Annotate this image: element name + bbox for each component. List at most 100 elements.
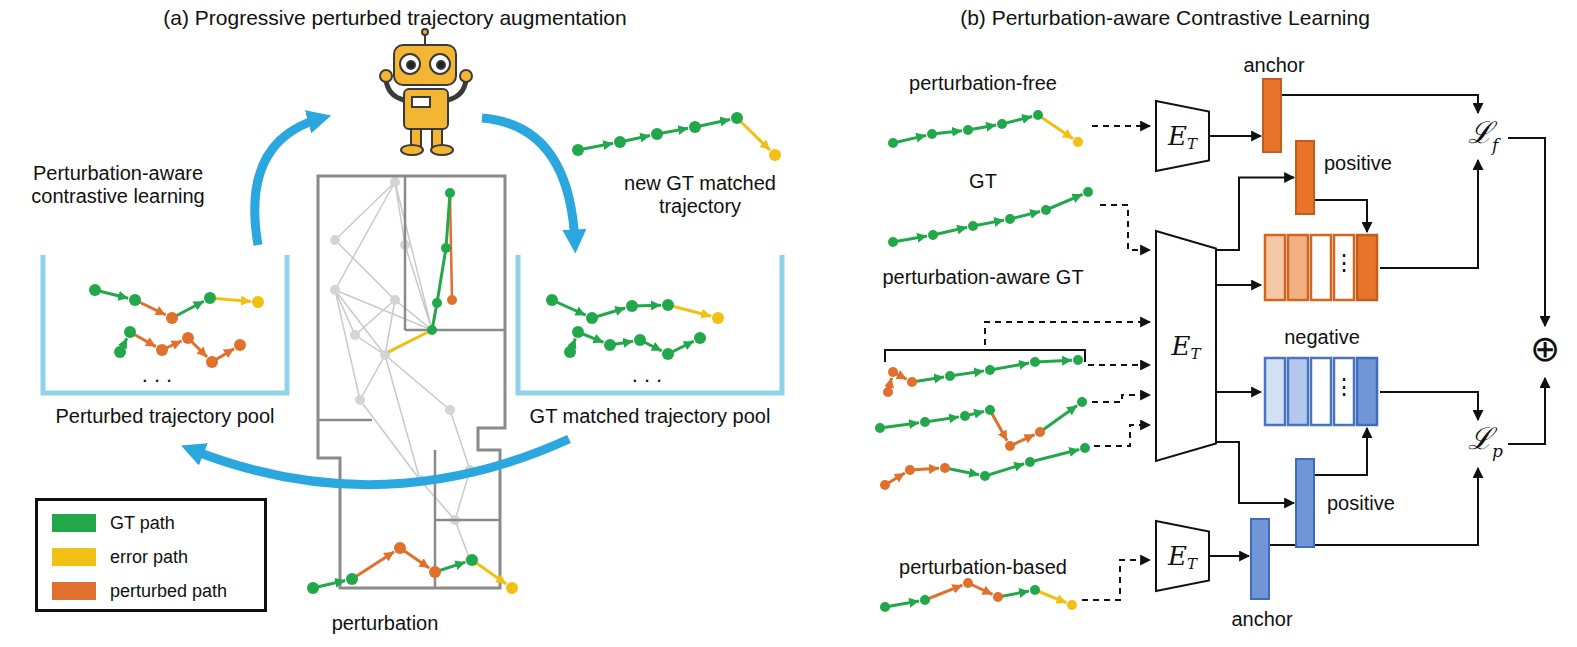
encoder-output-arrow	[1210, 135, 1261, 137]
bar-label: positive	[1324, 152, 1392, 175]
trajectory-step	[925, 585, 962, 600]
trajectory-point	[920, 595, 930, 605]
trajectory-point	[1077, 397, 1087, 407]
encoder-trapezoid: ET	[1155, 230, 1217, 462]
encoder-label: ET	[1155, 520, 1210, 592]
loss-arrow	[1217, 95, 1545, 545]
trajectory-point	[689, 121, 701, 133]
trajectory-point	[712, 312, 724, 324]
loss-symbol: ℒ	[1468, 116, 1493, 151]
trajectory-point	[905, 465, 915, 475]
trajectory-step	[880, 423, 919, 428]
pool-label: Perturbed trajectory pool	[55, 405, 274, 428]
trajectory-point	[1030, 357, 1040, 367]
trajectory-step	[352, 552, 394, 579]
trajectory-point	[466, 554, 478, 566]
trajectory-step	[1035, 360, 1072, 362]
vertical-ellipsis: ⋮	[1333, 374, 1355, 399]
trajectory-point	[234, 339, 246, 351]
trajectory-point	[346, 573, 358, 585]
trajectory-point	[129, 294, 141, 306]
trajectory-point	[572, 144, 584, 156]
legend-row: perturbed path	[52, 574, 264, 608]
trajectory-point	[940, 463, 950, 473]
trajectory-step	[933, 227, 967, 235]
trajectory-step	[893, 135, 926, 143]
encoder-shape	[1156, 101, 1209, 171]
trajectory-point	[968, 221, 978, 231]
input-label: perturbation-based	[899, 556, 1067, 579]
trajectory-step	[1046, 194, 1082, 210]
trajectory-step	[1035, 590, 1066, 603]
bar-label: anchor	[1231, 608, 1292, 631]
legend-swatch	[52, 582, 96, 600]
encoder-shape	[1156, 521, 1209, 591]
trajectory-step	[950, 371, 984, 376]
trajectory-point	[880, 480, 890, 490]
legend-body: GT patherror pathperturbed path	[38, 501, 264, 608]
cycle-arrow	[190, 439, 569, 485]
trajectory-point	[626, 300, 638, 312]
encoder-output-arrow	[1217, 178, 1294, 251]
cycle-step-label: Perturbation-aware contrastive learning	[8, 162, 228, 208]
ellipsis: ...	[142, 362, 178, 387]
embedding-bar: positive	[1295, 458, 1315, 548]
trajectory-point	[880, 602, 890, 612]
trajectory-step	[925, 417, 959, 422]
legend-swatch	[52, 548, 96, 566]
trajectory-step	[985, 464, 1024, 476]
pool-label: GT matched trajectory pool	[530, 405, 771, 428]
cycle-arrow	[255, 118, 575, 245]
bracket	[885, 350, 1085, 362]
pool-wall	[518, 255, 782, 393]
legend-swatch	[52, 514, 96, 532]
trajectory-point	[945, 371, 955, 381]
encoder-subscript: T	[1190, 345, 1200, 363]
trajectory-point	[614, 136, 626, 148]
input-label: GT	[969, 170, 997, 193]
pool-wall	[43, 255, 287, 393]
trajectory-point	[920, 417, 930, 427]
trajectory-point	[1033, 110, 1043, 120]
trajectory-point	[252, 296, 264, 308]
trajectory-point	[985, 365, 995, 375]
trajectory-point	[928, 230, 938, 240]
vertical-ellipsis: ⋮	[1333, 250, 1355, 275]
trajectory-pool: Perturbed trajectory pool	[40, 255, 290, 435]
cycle-step-label: new GT matched trajectory	[600, 172, 800, 218]
cycle-step-label: perturbation	[332, 612, 439, 635]
trajectory-point	[1080, 443, 1090, 453]
trajectory-point	[963, 125, 973, 135]
loss-symbol: ℒ	[1468, 422, 1493, 457]
trajectory-point	[206, 356, 218, 368]
encoder-shape	[1156, 231, 1216, 461]
trajectory-point	[993, 592, 1003, 602]
trajectory-point	[1005, 441, 1015, 451]
robot-icon	[380, 29, 472, 155]
trajectory-pool: GT matched trajectory pool	[515, 255, 785, 435]
embedding-bar: anchor	[1262, 78, 1282, 153]
trajectory-step	[893, 236, 927, 242]
trajectory-point	[883, 387, 893, 397]
negative-stack	[1265, 235, 1377, 425]
trajectory-point	[694, 332, 706, 344]
legend-text: error path	[110, 547, 188, 568]
trajectory-point	[204, 292, 216, 304]
trajectory-point	[1073, 355, 1083, 365]
trajectory-point	[394, 542, 406, 554]
trajectory-step	[945, 468, 979, 475]
trajectory-point	[888, 237, 898, 247]
trajectory-point	[662, 299, 674, 311]
trajectory-point	[1005, 214, 1015, 224]
trajectory-step	[885, 601, 919, 607]
trajectory-step	[990, 410, 1007, 441]
trajectory-point	[963, 578, 973, 588]
trajectory-point	[307, 582, 319, 594]
floor-plan	[318, 176, 505, 588]
trajectory-point	[960, 411, 970, 421]
embedding-bar: anchor	[1250, 518, 1270, 600]
trajectory-point	[114, 346, 126, 358]
sum-symbol: ⊕	[1530, 328, 1560, 369]
ellipsis: ...	[632, 362, 668, 387]
